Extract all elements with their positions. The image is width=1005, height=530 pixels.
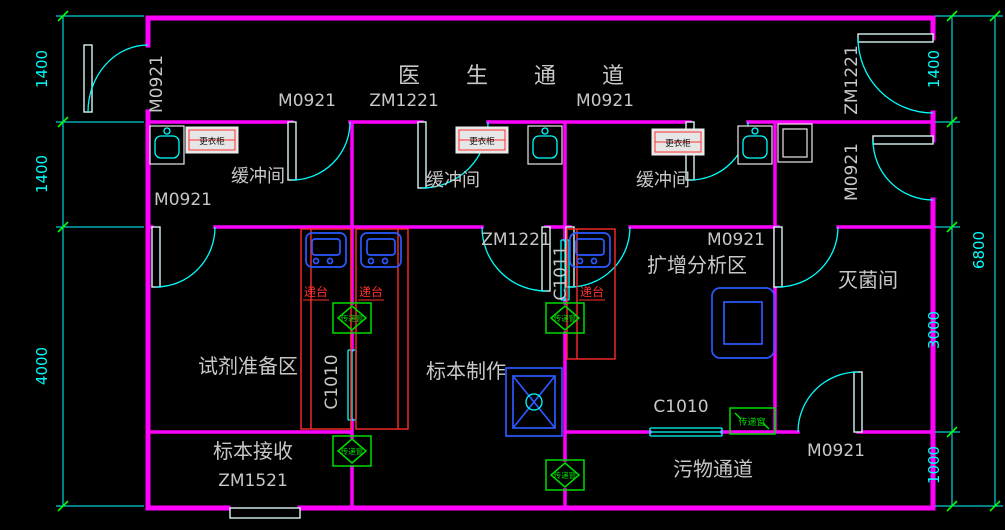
code-receiving-outer-door: ZM1521 (218, 471, 288, 491)
wardrobe-label: 更衣柜 (665, 138, 691, 149)
pass-window-label: 传递窗 (554, 470, 577, 480)
wardrobe-label: 更衣柜 (469, 136, 495, 147)
hand-table-2: 递台 (358, 284, 384, 301)
door-leaf-waste (853, 371, 863, 433)
label-buffer-1: 缓冲间 (231, 166, 285, 187)
label-reagent-prep: 试剂准备区 (198, 354, 298, 378)
code-sterilization-outer-door: M0921 (842, 143, 862, 201)
wardrobe-label: 更衣柜 (199, 136, 225, 147)
door-leaf-exterior-right (857, 33, 934, 43)
code-exterior-left-door: M0921 (147, 55, 167, 113)
washbasin-1 (149, 125, 185, 165)
code-reagent-door: M0921 (154, 190, 212, 210)
door-leaf-buffer2 (417, 121, 427, 189)
pass-window-label: 传递窗 (554, 313, 577, 323)
door-arc-exterior-left (87, 44, 149, 113)
code-specimen-door: ZM1221 (481, 230, 551, 250)
pass-window-label: 传递窗 (738, 416, 765, 428)
door-leaf-reagent (151, 226, 161, 288)
pass-window-5: 传递窗 (729, 407, 776, 435)
door-arc-specimen (481, 226, 547, 292)
label-specimen-prep: 标本制作 (426, 359, 506, 383)
pass-window-1: 传递窗 (332, 302, 372, 334)
door-arc-sterilization (777, 226, 839, 288)
amplification-device (711, 287, 775, 359)
door-leaf-buffer1 (287, 121, 297, 181)
code-buffer2-door: ZM1221 (369, 91, 439, 111)
label-specimen-receiving: 标本接收 (213, 439, 293, 463)
code-buffer1-door: M0921 (278, 91, 336, 111)
window-c1010-bottom (649, 427, 723, 437)
door-arc-amplification (569, 226, 631, 288)
label-buffer-3: 缓冲间 (636, 170, 690, 191)
door-arc-reagent (155, 226, 216, 288)
door-leaf-receiving-outer (229, 507, 301, 519)
wardrobe-2: 更衣柜 (455, 126, 509, 154)
door-leaf-sterilization (773, 226, 783, 288)
room-labels: 医生通道 缓冲间 缓冲间 缓冲间 试剂准备区 标本制作 扩增分析区 灭菌间 标本… (198, 64, 898, 481)
dim-right-1: 1400 (925, 50, 943, 88)
pass-window-3: 传递窗 (332, 435, 372, 467)
hand-table-label: 递台 (304, 284, 328, 299)
code-reagent-window: C1010 (322, 354, 342, 409)
door-symbols (83, 33, 934, 519)
washbasin-3 (737, 125, 773, 165)
bench-instrument-1 (305, 232, 347, 268)
label-amplification: 扩增分析区 (647, 253, 747, 277)
washbasin-2 (527, 125, 563, 165)
dim-overall: 6800 (970, 231, 988, 269)
label-sterilization: 灭菌间 (838, 268, 898, 292)
dim-right-2: 3000 (925, 311, 943, 349)
bench-amplification (566, 228, 616, 360)
outer-walls (145, 15, 936, 511)
wardrobe-3: 更衣柜 (651, 128, 705, 156)
label-buffer-2: 缓冲间 (426, 170, 480, 191)
wardrobe-1: 更衣柜 (185, 126, 239, 154)
pass-window-2: 传递窗 (545, 302, 585, 334)
hand-table-label: 递台 (359, 284, 383, 299)
hand-table-3: 递台 (579, 284, 605, 301)
window-c1011 (560, 239, 570, 301)
bench-specimen (355, 228, 409, 430)
dim-left-3: 4000 (33, 347, 51, 385)
dim-left-1: 1400 (33, 50, 51, 88)
specimen-sink-cabinet (505, 367, 563, 437)
door-leaf-sterilization-outer (872, 135, 934, 145)
door-arc-waste (797, 371, 859, 433)
dimension-lines (56, 10, 1003, 512)
dim-right-3: 1000 (925, 446, 943, 484)
label-doctor-corridor: 医生通道 (398, 64, 670, 89)
code-specimen-window: C1011 (551, 245, 571, 300)
door-arc-buffer1 (291, 121, 351, 181)
label-waste-corridor: 污物通道 (673, 457, 753, 481)
opening-codes: M0921 M0921 ZM1221 M0921 ZM1221 M0921 M0… (147, 45, 865, 491)
code-waste-door: M0921 (807, 441, 865, 461)
code-buffer3-door: M0921 (576, 91, 634, 111)
window-symbols (347, 239, 723, 437)
hand-table-label: 递台 (580, 284, 604, 299)
code-amplification-door: M0921 (707, 230, 765, 250)
code-waste-window: C1010 (653, 397, 708, 417)
pass-window-label: 传递窗 (341, 446, 364, 456)
code-exterior-right-door: ZM1221 (842, 45, 862, 115)
interior-walls (146, 120, 935, 510)
door-arc-sterilization-outer (872, 139, 934, 201)
hand-table-1: 递台 (303, 284, 329, 301)
dimension-labels: 1400 1400 4000 1400 3000 1000 6800 (33, 50, 988, 484)
door-arc-exterior-right (857, 37, 934, 114)
dim-left-2: 1400 (33, 155, 51, 193)
bench-instrument-2 (360, 232, 402, 268)
cabinet-box (777, 123, 813, 163)
bench-instrument-3 (569, 232, 611, 268)
window-c1010-left (347, 349, 357, 421)
pass-window-label: 传递窗 (341, 313, 364, 323)
pass-window-4: 传递窗 (545, 459, 585, 491)
